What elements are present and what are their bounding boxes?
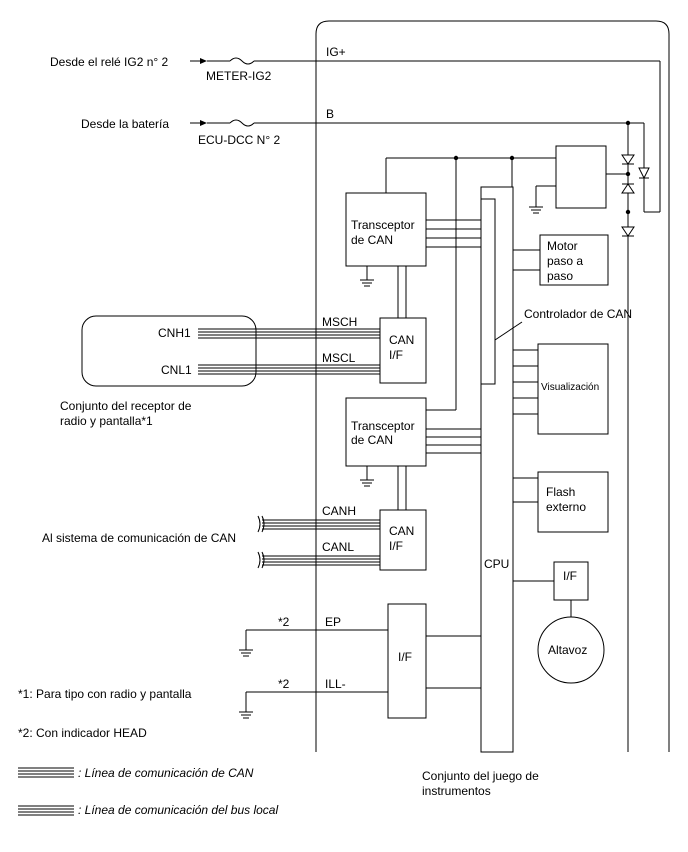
motor-line-1: Motor — [547, 239, 578, 253]
cnl1-label: CNL1 — [161, 363, 192, 377]
ig2-source-label: Desde el relé IG2 n° 2 — [50, 55, 169, 69]
transceiver-2-line-2: de CAN — [351, 433, 393, 447]
diode-icon — [638, 167, 650, 180]
legend-bus-line-symbol — [18, 805, 74, 816]
motor-line-2: paso a — [547, 254, 583, 268]
fuse-icon — [229, 119, 255, 127]
note-1: *1: Para tipo con radio y pantalla — [18, 687, 192, 701]
transceiver-1-line-2: de CAN — [351, 233, 393, 247]
speaker-label: Altavoz — [548, 643, 587, 657]
ep-label: EP — [325, 615, 341, 629]
transceiver-2-line-1: Transceptor — [351, 419, 415, 433]
note-2: *2: Con indicador HEAD — [18, 726, 147, 740]
can-controller-label: Controlador de CAN — [524, 307, 632, 321]
diode-icon — [621, 154, 635, 165]
can-if-2 — [379, 509, 427, 571]
cpu-label: CPU — [484, 557, 509, 571]
transceiver-1-line-1: Transceptor — [351, 218, 415, 232]
if-ep-label: I/F — [398, 650, 412, 664]
ground-icon — [239, 649, 253, 657]
canh-label: CANH — [322, 504, 356, 518]
stepper-motor-box — [539, 234, 609, 286]
canl-label: CANL — [322, 540, 354, 554]
can-transceiver-1 — [345, 192, 427, 267]
legend-can-line-label: : Línea de comunicación de CAN — [78, 766, 254, 780]
local-bus-line — [198, 364, 380, 375]
battery-fuse-label: ECU-DCC N° 2 — [198, 133, 280, 147]
ill-note: *2 — [278, 677, 290, 691]
can-if-2-line-1: CAN — [389, 524, 414, 538]
arrow-icon — [200, 58, 207, 64]
diode-icon — [621, 183, 635, 194]
ill-label: ILL- — [325, 677, 346, 691]
fuse-icon — [229, 57, 255, 65]
radio-caption-line-2: radio y pantalla*1 — [60, 414, 153, 428]
can-line — [257, 515, 380, 533]
meter-caption-line-2: instrumentos — [422, 784, 491, 798]
can-if-1-line-2: I/F — [389, 348, 403, 362]
display-label: Visualización — [541, 382, 599, 393]
speaker-if-label: I/F — [563, 569, 577, 583]
can-system-label: Al sistema de comunicación de CAN — [42, 531, 236, 545]
ep-note: *2 — [278, 615, 290, 629]
display-box — [537, 343, 609, 435]
legend-can-line-symbol — [18, 767, 74, 778]
meter-caption-line-1: Conjunto del juego de — [422, 769, 539, 783]
flash-line-1: Flash — [546, 485, 575, 499]
radio-caption-line-1: Conjunto del receptor de — [60, 399, 192, 413]
flash-line-2: externo — [546, 500, 586, 514]
can-if-2-line-2: I/F — [389, 539, 403, 553]
can-if-1-line-1: CAN — [389, 333, 414, 347]
meter-assembly-outline — [315, 20, 670, 752]
local-bus-line — [198, 328, 380, 339]
ground-icon — [529, 206, 543, 214]
can-controller-box — [480, 198, 496, 385]
diode-icon — [621, 226, 635, 237]
mscl-label: MSCL — [322, 351, 356, 365]
msch-label: MSCH — [322, 315, 357, 329]
cnh1-label: CNH1 — [158, 326, 191, 340]
if-ep-box — [387, 603, 427, 719]
ground-icon — [360, 279, 374, 287]
motor-line-3: paso — [547, 269, 573, 283]
ig-plus-label: IG+ — [326, 45, 346, 59]
ground-icon — [360, 479, 374, 487]
ground-icon — [239, 711, 253, 719]
can-line — [257, 551, 380, 569]
regulator-box — [555, 145, 607, 209]
can-if-1 — [379, 317, 427, 384]
legend-bus-line-label: : Línea de comunicación del bus local — [78, 803, 278, 817]
arrow-icon — [200, 120, 207, 126]
ig2-fuse-label: METER-IG2 — [206, 69, 272, 83]
speaker-icon — [537, 616, 605, 684]
can-transceiver-2 — [345, 397, 427, 467]
battery-source-label: Desde la batería — [81, 117, 169, 131]
b-label: B — [326, 107, 334, 121]
